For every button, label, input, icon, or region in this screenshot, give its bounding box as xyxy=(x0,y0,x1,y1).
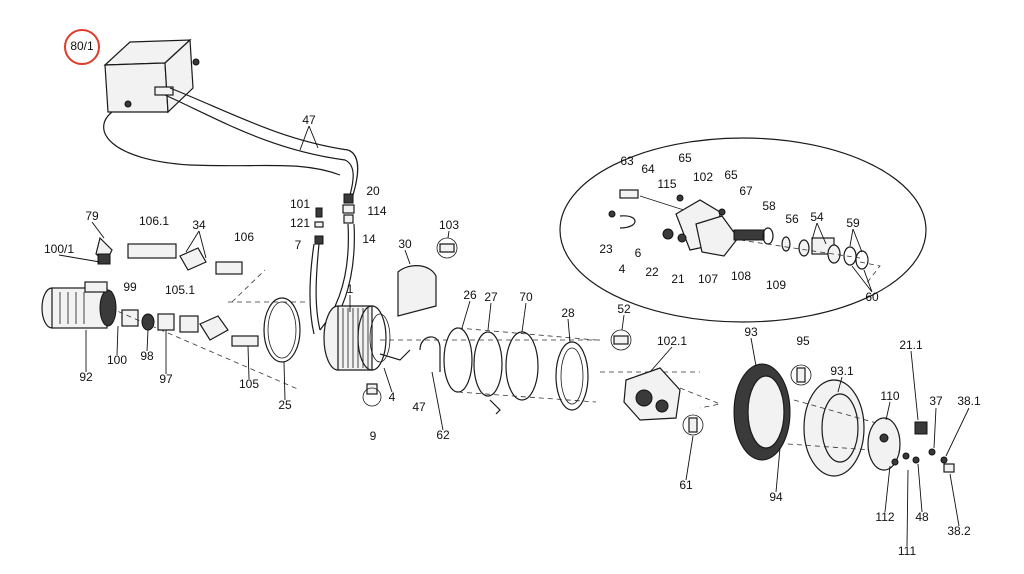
callout-label: 115 xyxy=(657,177,676,191)
callout-label: 14 xyxy=(362,232,376,246)
callout-label: 102 xyxy=(693,170,713,184)
part-103 xyxy=(439,243,455,253)
callout-label: 80/1 xyxy=(70,39,94,53)
callout-label: 100 xyxy=(107,353,127,367)
callout-label: 67 xyxy=(739,184,753,198)
callout-label: 93 xyxy=(744,325,758,339)
callout-label: 107 xyxy=(698,272,718,286)
callout-label: 7 xyxy=(295,238,302,252)
callout-label: 62 xyxy=(436,428,450,442)
callout-label: 106.1 xyxy=(139,214,169,228)
part-95 xyxy=(796,367,806,383)
callout-label: 114 xyxy=(367,204,386,218)
detail-view-outline xyxy=(559,137,927,323)
callout-label: 48 xyxy=(915,510,929,524)
pipe-fittings-left xyxy=(95,236,259,347)
callout-label: 47 xyxy=(302,113,316,127)
callout-label: 112 xyxy=(875,510,894,524)
callout-label: 70 xyxy=(519,290,533,304)
callout-label: 121 xyxy=(290,216,310,230)
part-9 xyxy=(366,383,378,395)
callout-label: 64 xyxy=(641,162,655,176)
callout-label: 22 xyxy=(645,265,659,279)
callout-label: 20 xyxy=(366,184,380,198)
housing-102-1 xyxy=(623,367,681,421)
callout-label: 34 xyxy=(192,218,206,232)
callout-label: 9 xyxy=(370,429,377,443)
callout-label: 108 xyxy=(731,269,751,283)
callout-label: 28 xyxy=(561,306,575,320)
callout-label: 97 xyxy=(159,372,173,386)
callout-label: 4 xyxy=(619,262,626,276)
callout-label: 38.1 xyxy=(957,394,981,408)
callout-label: 58 xyxy=(762,199,776,213)
highlight-circle xyxy=(64,29,100,65)
leader-lines xyxy=(58,125,970,547)
callout-label: 52 xyxy=(617,302,631,316)
callout-label: 106 xyxy=(234,230,254,244)
callout-label: 61 xyxy=(679,478,693,492)
callout-label: 102.1 xyxy=(657,334,687,348)
callout-label: 54 xyxy=(810,210,824,224)
callout-label: 98 xyxy=(140,349,154,363)
callout-label: 109 xyxy=(766,278,786,292)
housing-30 xyxy=(397,265,437,317)
callout-label: 56 xyxy=(785,212,799,226)
callout-label: 37 xyxy=(929,394,943,408)
callout-label: 111 xyxy=(898,544,917,558)
callout-label: 101 xyxy=(290,197,310,211)
part-61 xyxy=(688,417,698,433)
callout-label: 105.1 xyxy=(165,283,195,297)
callout-label: 65 xyxy=(724,168,738,182)
detail-assembly xyxy=(608,189,869,270)
callout-label: 93.1 xyxy=(830,364,854,378)
callout-label: 23 xyxy=(599,242,613,256)
callout-label: 63 xyxy=(620,154,634,168)
heater-coil xyxy=(323,305,391,371)
callout-label: 6 xyxy=(635,246,642,260)
part-52 xyxy=(613,335,629,345)
cover-110 xyxy=(867,417,901,471)
callout-label: 21.1 xyxy=(899,338,923,352)
callout-label: 47 xyxy=(412,400,426,414)
hose-47-lower xyxy=(169,87,359,196)
hose-47-coil xyxy=(379,349,411,361)
power-cable xyxy=(103,111,341,176)
callout-label: 59 xyxy=(846,216,860,230)
fittings-20-114 xyxy=(342,193,355,224)
callout-label: 25 xyxy=(278,398,292,412)
callout-label: 95 xyxy=(796,334,810,348)
callout-label: 1 xyxy=(347,282,354,296)
part-21-1 xyxy=(914,421,928,435)
callout-label: 99 xyxy=(123,280,137,294)
pump-motor xyxy=(41,281,117,329)
callout-label: 94 xyxy=(769,490,783,504)
small-fasteners xyxy=(891,448,955,473)
callout-label: 110 xyxy=(880,389,899,403)
callout-label: 38.2 xyxy=(947,524,971,538)
fittings-101-121-7 xyxy=(314,207,324,245)
callout-label: 60 xyxy=(865,290,879,304)
o-ring-25 xyxy=(263,297,301,363)
control-box xyxy=(103,38,200,114)
callout-label: 92 xyxy=(79,370,93,384)
clip-62 xyxy=(419,336,441,372)
callout-label: 65 xyxy=(678,151,692,165)
callout-label: 30 xyxy=(398,237,412,251)
callout-label: 4 xyxy=(389,390,396,404)
callout-label: 79 xyxy=(85,209,99,223)
callout-label: 26 xyxy=(463,288,477,302)
cylinder-assembly xyxy=(443,327,597,415)
callout-label: 27 xyxy=(484,290,498,304)
hose-47-upper xyxy=(164,94,354,196)
callout-label: 100/1 xyxy=(44,242,74,256)
callout-label: 103 xyxy=(439,218,459,232)
callout-label: 105 xyxy=(239,377,259,391)
callout-label: 21 xyxy=(671,272,685,286)
